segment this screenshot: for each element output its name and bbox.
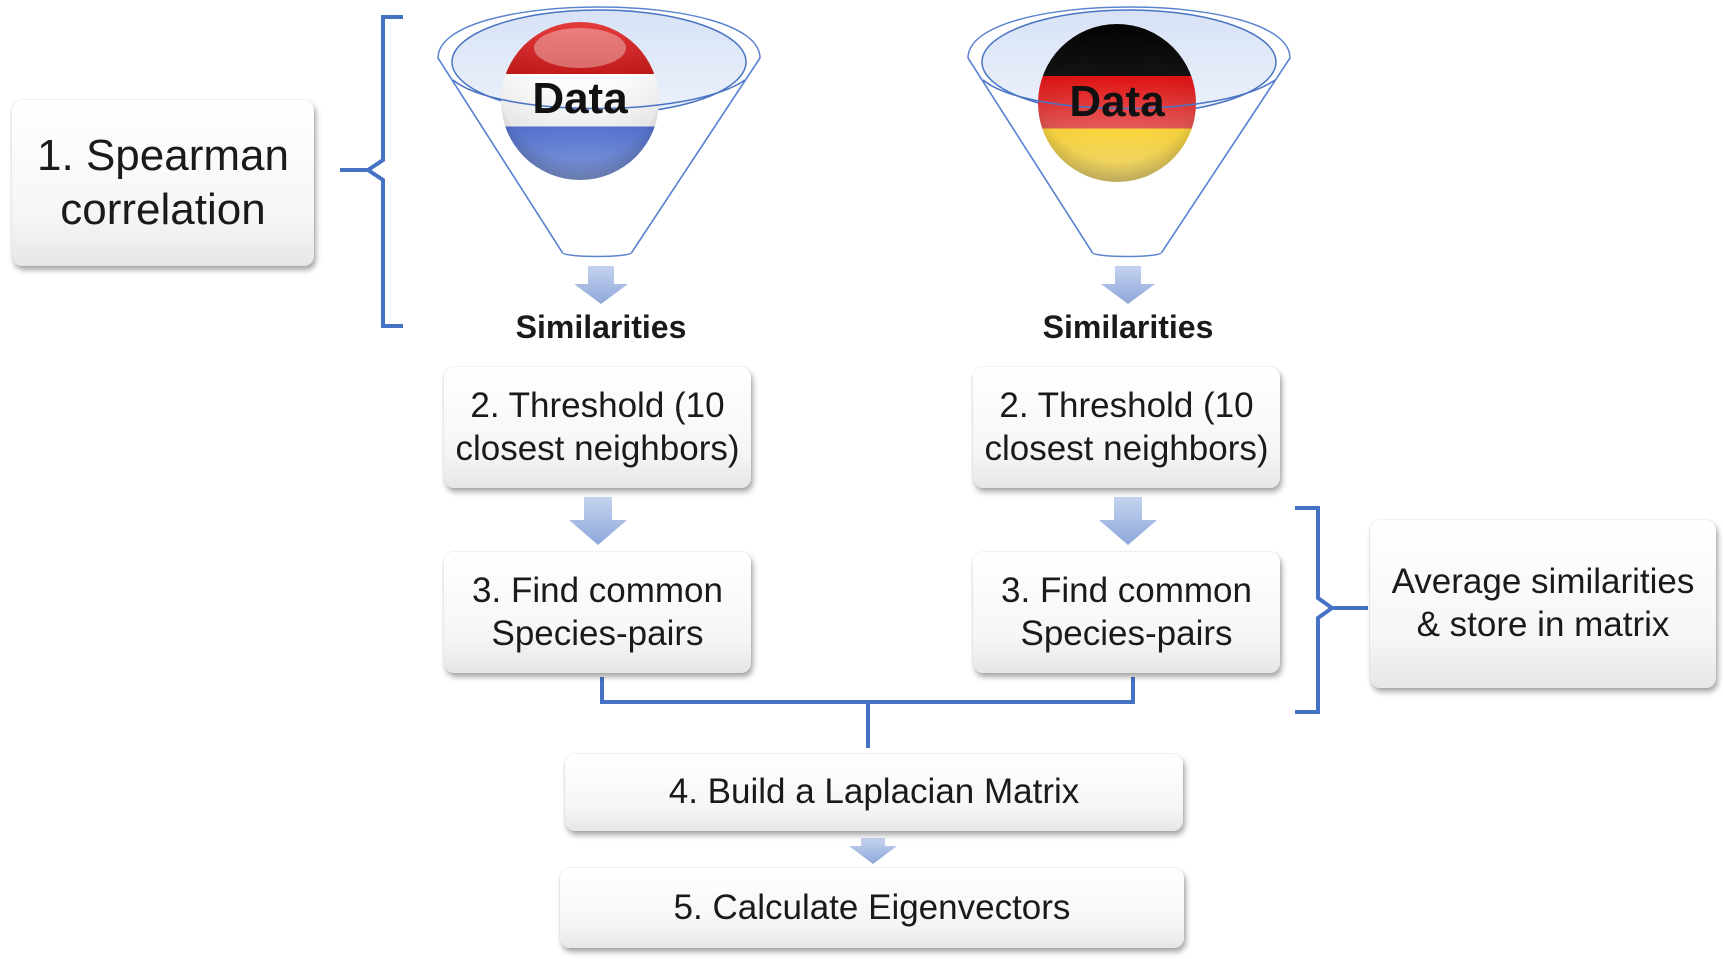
average-bracket bbox=[1295, 506, 1336, 714]
merge-connector bbox=[600, 677, 1135, 748]
step-threshold-right-box: 2. Threshold (10 closest neighbors) bbox=[973, 367, 1280, 488]
data-label-left: Data bbox=[532, 74, 628, 123]
step-spearman-box: 1. Spearman correlation bbox=[12, 100, 314, 266]
arrow-down-icon bbox=[569, 497, 627, 545]
arrow-down-icon bbox=[1101, 266, 1155, 304]
step-laplacian-box: 4. Build a Laplacian Matrix bbox=[565, 754, 1183, 831]
data-label-right: Data bbox=[1069, 77, 1165, 126]
spearman-bracket bbox=[364, 15, 403, 328]
arrow-down-icon bbox=[1099, 497, 1157, 545]
funnel-left bbox=[437, 6, 761, 258]
step-eigen-box: 5. Calculate Eigenvectors bbox=[560, 868, 1184, 948]
step-common-left-box: 3. Find common Species-pairs bbox=[444, 552, 751, 673]
arrow-down-icon bbox=[849, 838, 897, 864]
step-average-box: Average similarities & store in matrix bbox=[1370, 520, 1716, 688]
step-threshold-left-box: 2. Threshold (10 closest neighbors) bbox=[444, 367, 751, 488]
arrow-down-icon bbox=[574, 266, 628, 304]
funnel-right bbox=[967, 6, 1291, 258]
similarities-label-left: Similarities bbox=[515, 309, 687, 345]
step-common-right-box: 3. Find common Species-pairs bbox=[973, 552, 1280, 673]
similarities-label-right: Similarities bbox=[1042, 309, 1214, 345]
